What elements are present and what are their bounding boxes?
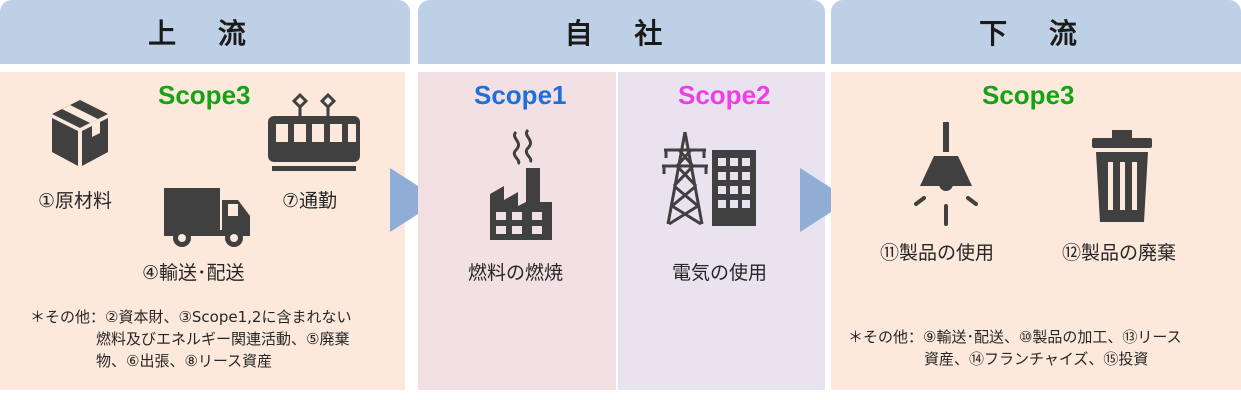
downstream-panel [831, 72, 1241, 390]
flow-arrow-1 [390, 168, 440, 232]
downstream-scope3-label: Scope3 [982, 80, 1075, 110]
building-icon [712, 150, 756, 226]
scope2-label: Scope2 [678, 80, 771, 110]
header-downstream: 下 流 [831, 0, 1241, 64]
box-icon [52, 100, 108, 166]
downstream-note-text1: ⑨輸送･配送、⑩製品の加工、⑬リース [923, 328, 1182, 346]
upstream-note-line1: ＊その他：②資本財、③Scope1,2に含まれない [30, 306, 405, 328]
trash-can-icon [1092, 130, 1152, 222]
header-upstream-label: 上 流 [148, 17, 262, 50]
power-tower-icon [662, 131, 708, 226]
train-icon [268, 92, 360, 171]
downstream-note-line1: ＊その他：⑨輸送･配送、⑩製品の加工、⑬リース [848, 326, 1238, 348]
ceiling-lamp-icon [914, 122, 978, 226]
transport-label: ④輸送･配送 [142, 262, 245, 284]
scope1-label: Scope1 [474, 80, 567, 110]
upstream-note: ＊その他：②資本財、③Scope1,2に含まれない 燃料及びエネルギー関連活動、… [30, 306, 405, 372]
downstream-note: ＊その他：⑨輸送･配送、⑩製品の加工、⑬リース 資産、⑭フランチャイズ、⑮投資 [848, 326, 1238, 370]
downstream-note-prefix: ＊その他： [848, 328, 924, 346]
header-downstream-label: 下 流 [979, 17, 1093, 50]
commute-label: ⑦通勤 [282, 190, 338, 212]
fuel-combustion-label: 燃料の燃焼 [468, 262, 564, 284]
truck-icon [164, 188, 250, 247]
header-company-label: 自 社 [564, 17, 679, 50]
electricity-use-label: 電気の使用 [672, 262, 768, 284]
upstream-note-text1: ②資本財、③Scope1,2に含まれない [105, 308, 352, 326]
downstream-note-line2: 資産、⑭フランチャイズ、⑮投資 [924, 350, 1149, 368]
upstream-note-prefix: ＊その他： [30, 308, 106, 326]
flow-arrow-2 [800, 168, 850, 232]
upstream-scope3-label: Scope3 [158, 80, 251, 110]
scope2-panel [618, 72, 825, 390]
upstream-note-line3: 物、⑥出張、⑧リース資産 [96, 352, 273, 370]
product-disposal-label: ⑫製品の廃棄 [1062, 242, 1177, 264]
header-company: 自 社 [418, 0, 825, 64]
factory-icon [490, 128, 552, 240]
product-use-label: ⑪製品の使用 [880, 242, 995, 264]
raw-materials-label: ①原材料 [38, 190, 113, 212]
upstream-note-line2: 燃料及びエネルギー関連活動、⑤廃棄 [96, 330, 350, 348]
header-upstream: 上 流 [0, 0, 410, 64]
